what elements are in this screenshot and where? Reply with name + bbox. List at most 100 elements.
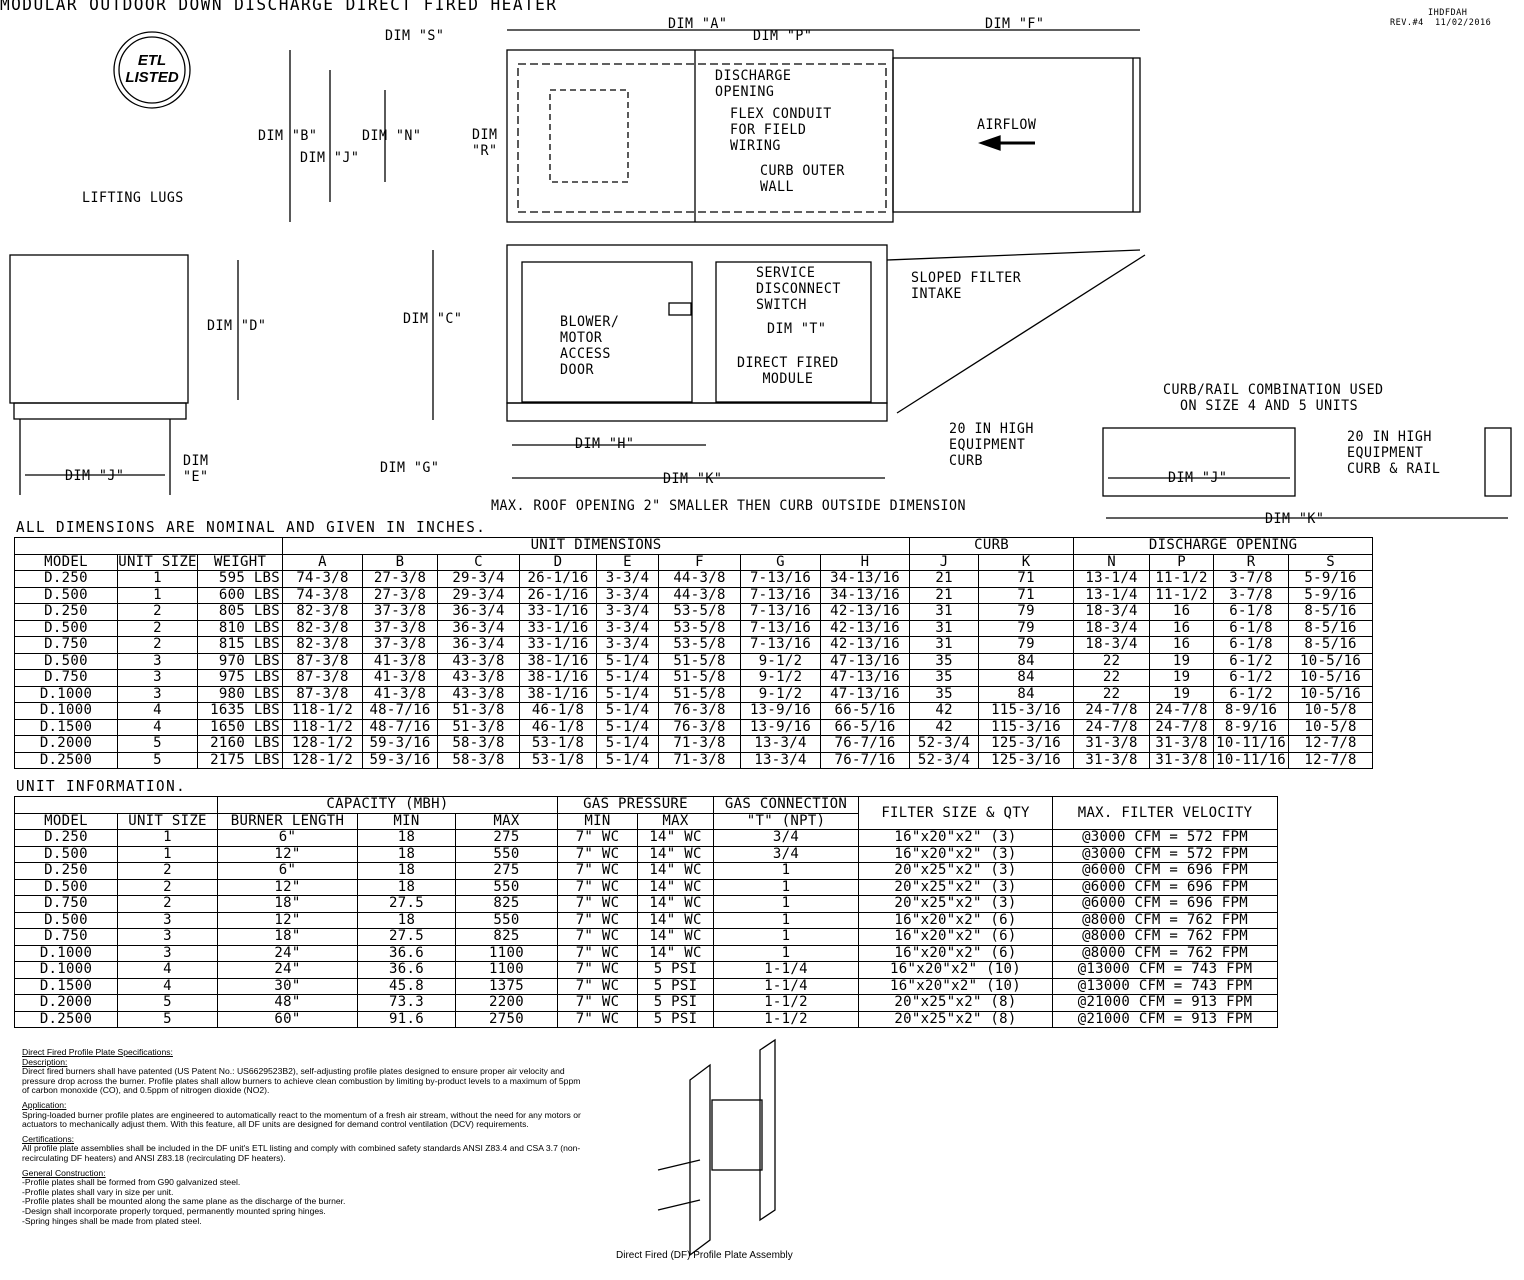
table-cell: 36.6 [357,944,456,962]
table-cell: 2 [117,636,198,654]
table-cell: 66-5/16 [820,718,911,736]
table-cell: 7" WC [557,829,639,847]
table-cell: 35 [909,669,980,687]
table-cell: 3/4 [713,829,860,847]
table-cell: 30" [217,977,358,995]
airflow-label: AIRFLOW [977,117,1037,133]
table-cell: @13000 CFM = 743 FPM [1052,961,1279,979]
table-cell: 118-1/2 [282,718,364,736]
table-cell: 14" WC [637,928,715,946]
table-cell: 5 PSI [637,961,715,979]
table-cell: 20"x25"x2" (8) [858,994,1054,1012]
table-cell: 7" WC [557,1010,639,1028]
dim-k-label: DIM "K" [663,471,723,487]
column-header: E [596,553,660,571]
table-cell: 76-7/16 [820,735,911,753]
table-cell: 42 [909,718,980,736]
table-cell: D.1000 [14,685,118,703]
table-cell: 16"x20"x2" (3) [858,845,1054,863]
table-cell: 5-1/4 [596,702,660,720]
table-cell: 10-11/16 [1213,751,1290,769]
curb-outer-wall-label: CURB OUTER WALL [760,163,845,195]
table-cell: 6-1/2 [1213,669,1290,687]
column-header: B [362,553,439,571]
table-cell: 51-5/8 [658,652,742,670]
table-cell: 5 [117,1010,218,1028]
dim-j-side-label: DIM "J" [65,468,125,484]
table-cell: 42-13/16 [820,603,911,621]
dim-j-label: DIM "J" [300,150,360,166]
table-cell: 31-3/8 [1149,735,1215,753]
dim-b-label: DIM "B" [258,128,318,144]
column-header: UNIT SIZE [117,553,198,571]
roof-opening-note: MAX. ROOF OPENING 2" SMALLER THEN CURB O… [491,498,967,514]
table-cell: 19 [1149,669,1215,687]
table-cell: 3-7/8 [1213,586,1290,604]
table-cell: 31-3/8 [1149,751,1215,769]
table-cell: 1 [713,878,860,896]
table-cell: 22 [1073,669,1151,687]
table-cell: 79 [978,619,1075,637]
table-cell: 2750 [454,1010,559,1028]
table-cell: 18 [357,845,456,863]
table-cell: 76-3/8 [658,718,742,736]
table-cell: 4 [117,718,198,736]
table-cell: 79 [978,636,1075,654]
group-header: GAS CONNECTION [713,796,860,814]
table-cell: 5 [117,735,198,753]
table-cell: @8000 CFM = 762 FPM [1052,928,1279,946]
table-cell: 7" WC [557,862,639,880]
table-cell: 3 [117,669,198,687]
table-cell: 970 LBS [196,652,284,670]
table-cell: 125-3/16 [978,751,1075,769]
table-cell: 29-3/4 [437,570,521,588]
table-cell: 1 [117,829,218,847]
table-cell: 26-1/16 [519,586,598,604]
etl-logo [113,31,191,109]
column-header: P [1149,553,1215,571]
table-cell: 13-3/4 [740,735,822,753]
table-cell: 7-13/16 [740,619,822,637]
table-cell: D.500 [14,845,118,863]
table-cell: 6-1/2 [1213,685,1290,703]
group-header: UNIT DIMENSIONS [282,537,911,555]
dim-a-label: DIM "A" [668,16,728,32]
table-cell: 22 [1073,652,1151,670]
table-cell: 10-5/16 [1288,652,1374,670]
table-cell: 275 [454,862,559,880]
table-cell: 6-1/8 [1213,636,1290,654]
table-cell: 805 LBS [196,603,284,621]
table-cell: 36-3/4 [437,603,521,621]
table-cell: 59-3/16 [362,751,439,769]
table-cell: 1-1/2 [713,994,860,1012]
spec-title: Direct Fired Profile Plate Specification… [22,1047,173,1057]
table-cell: 84 [978,652,1075,670]
table-cell: 44-3/8 [658,586,742,604]
curb-rail-title: CURB/RAIL COMBINATION USED ON SIZE 4 AND… [1163,382,1384,414]
table-cell: 35 [909,685,980,703]
table-cell: 18 [357,829,456,847]
table-cell: 47-13/16 [820,669,911,687]
column-header: FILTER SIZE & QTY [858,796,1054,830]
table-cell: 5-1/4 [596,718,660,736]
table-cell: 84 [978,669,1075,687]
table-cell: 13-1/4 [1073,570,1151,588]
column-header: H [820,553,911,571]
table-cell: 2 [117,878,218,896]
column-header: MODEL [14,812,118,830]
table-cell: 14" WC [637,911,715,929]
flex-conduit-label: FLEX CONDUIT FOR FIELD WIRING [730,106,832,154]
figure-caption: Direct Fired (DF) Profile Plate Assembly [616,1250,793,1261]
table-cell: 5-1/4 [596,751,660,769]
table-cell: 27-3/8 [362,570,439,588]
table-cell: 1-1/4 [713,977,860,995]
dim-r-label: DIM "R" [472,127,498,159]
table-cell: 825 [454,928,559,946]
table-cell: 16"x20"x2" (6) [858,944,1054,962]
